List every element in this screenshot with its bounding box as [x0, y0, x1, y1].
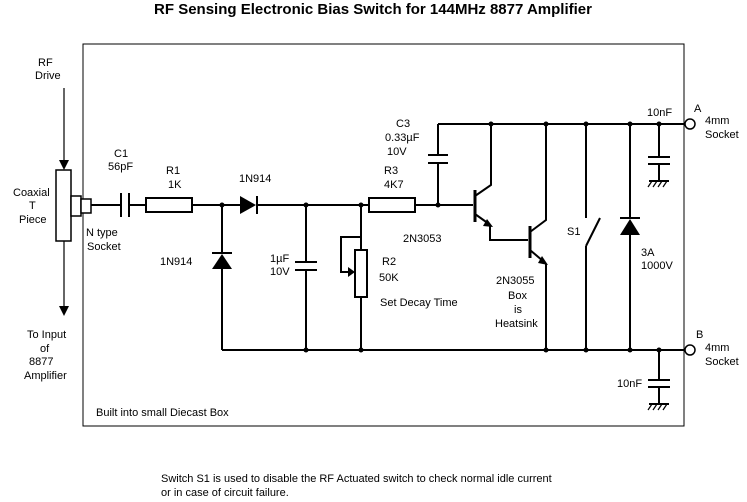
rf-drive-label-1: RF	[38, 57, 53, 69]
r3-value: 4K7	[384, 179, 404, 191]
q2-emitter-arrow	[538, 256, 548, 265]
q2-is-label: is	[514, 304, 522, 316]
q1-collector	[474, 124, 492, 197]
coaxial-label-1: Coaxial	[13, 187, 50, 199]
to-input-label-3: 8877	[29, 356, 53, 368]
q2-box-label: Box	[508, 290, 527, 302]
s1-switch-blade	[585, 217, 601, 247]
c3-voltage: 10V	[387, 146, 407, 158]
q2-heatsink-label: Heatsink	[495, 318, 538, 330]
d1-label: 1N914	[239, 173, 271, 185]
r2-wiper-wire	[340, 236, 361, 273]
wire-q1-q2	[489, 226, 528, 241]
d2-diode	[212, 254, 232, 269]
rf-drive-arrow	[59, 160, 69, 170]
cap-a-value: 10nF	[647, 107, 672, 119]
socket-a-letter: A	[694, 103, 702, 115]
coaxial-label-3: Piece	[19, 214, 47, 226]
n-type-socket	[80, 198, 92, 214]
r3-resistor	[368, 197, 416, 213]
socket-b-terminal	[684, 344, 696, 356]
dpower-current: 3A	[641, 247, 655, 259]
socket-b-label-2: Socket	[705, 356, 739, 368]
d2-label: 1N914	[160, 256, 192, 268]
note-line-2: or in case of circuit failure.	[161, 487, 289, 499]
diecast-box	[82, 43, 685, 427]
q1-label: 2N3053	[403, 233, 442, 245]
cap-b-value: 10nF	[617, 378, 642, 390]
r1-resistor	[145, 197, 193, 213]
set-decay-label: Set Decay Time	[380, 297, 458, 309]
socket-a-label-1: 4mm	[705, 115, 729, 127]
diagram-title: RF Sensing Electronic Bias Switch for 14…	[154, 1, 592, 18]
n-socket-label-2: Socket	[87, 241, 121, 253]
r2-value: 50K	[379, 272, 399, 284]
c3-label: C3	[396, 118, 410, 130]
dpower-voltage: 1000V	[641, 260, 673, 272]
q2-label: 2N3055	[496, 275, 535, 287]
q2-collector	[529, 124, 547, 233]
socket-a-label-2: Socket	[705, 129, 739, 141]
ground-icon-b	[647, 403, 669, 411]
to-input-label-4: Amplifier	[24, 370, 67, 382]
r1-value: 1K	[168, 179, 182, 191]
socket-b-letter: B	[696, 329, 703, 341]
to-input-label-2: of	[40, 343, 50, 355]
coaxial-label-2: T	[29, 200, 36, 212]
s1-label: S1	[567, 226, 580, 238]
socket-b-label-1: 4mm	[705, 342, 729, 354]
to-input-arrow	[59, 306, 69, 316]
t-piece-branch	[70, 195, 82, 217]
r2-label: R2	[382, 256, 396, 268]
c1-label: C1	[114, 148, 128, 160]
cmid-voltage: 10V	[270, 266, 290, 278]
c1-value: 56pF	[108, 161, 133, 173]
rf-drive-label-2: Drive	[35, 70, 61, 82]
c3-value: 0.33µF	[385, 132, 420, 144]
box-label: Built into small Diecast Box	[96, 407, 229, 419]
socket-a-terminal	[684, 118, 696, 130]
ground-icon-a	[647, 180, 669, 188]
cmid-value: 1µF	[270, 253, 289, 265]
dpower-diode	[620, 219, 640, 235]
r3-label: R3	[384, 165, 398, 177]
junction-dots	[219, 121, 662, 353]
to-input-label-1: To Input	[27, 329, 66, 341]
d1-diode	[240, 196, 256, 214]
coaxial-t-piece	[55, 169, 72, 242]
r1-label: R1	[166, 165, 180, 177]
n-socket-label-1: N type	[86, 227, 118, 239]
q1-emitter-arrow	[483, 219, 493, 227]
r2-potentiometer	[354, 249, 368, 298]
r2-wiper-arrow	[348, 267, 355, 277]
note-line-1: Switch S1 is used to disable the RF Actu…	[161, 473, 552, 485]
